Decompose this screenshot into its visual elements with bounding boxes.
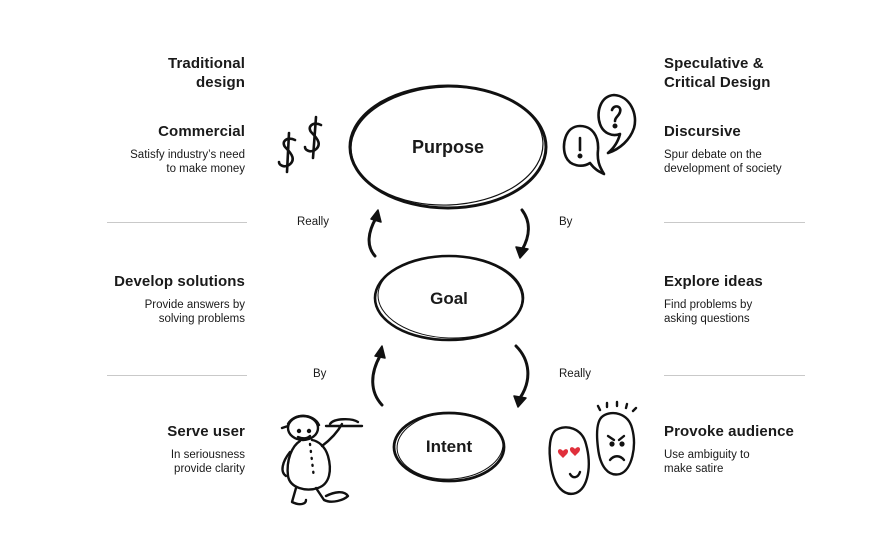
heart-eyes-icon xyxy=(557,447,581,458)
connector-label-upper-right: By xyxy=(559,216,573,228)
left-row-desc: In seriousness xyxy=(170,449,245,461)
right-row-desc: Use ambiguity to xyxy=(664,449,750,461)
connector-label-lower-left: By xyxy=(313,368,327,380)
left-row-desc: Satisfy industry’s need xyxy=(130,149,245,161)
connector-label-lower-right: Really xyxy=(559,368,591,380)
arrow-lower-right xyxy=(513,344,530,408)
divider-left-upper xyxy=(107,222,247,223)
right-row-desc: Spur debate on the xyxy=(664,149,762,161)
right-row-explore-ideas: Explore ideas Find problems by asking qu… xyxy=(664,272,864,326)
left-row-develop-solutions: Develop solutions Provide answers by sol… xyxy=(60,272,245,326)
right-row-title: Discursive xyxy=(664,123,741,140)
right-header-line1: Speculative & xyxy=(664,55,764,72)
node-goal: Goal xyxy=(430,289,468,308)
speech-bubbles-icon xyxy=(562,93,637,176)
right-row-title: Provoke audience xyxy=(664,423,794,440)
goal-ellipse xyxy=(373,254,525,342)
left-row-desc: provide clarity xyxy=(174,463,245,475)
node-intent: Intent xyxy=(425,437,473,456)
right-row-discursive: Discursive Spur debate on the developmen… xyxy=(664,122,864,176)
arrow-upper-right xyxy=(515,208,530,259)
left-row-serve-user: Serve user In seriousness provide clarit… xyxy=(60,422,245,476)
left-row-commercial: Commercial Satisfy industry’s need to ma… xyxy=(60,122,245,176)
right-row-desc: development of society xyxy=(664,163,782,175)
left-column-header: Traditional design xyxy=(100,54,245,92)
divider-left-lower xyxy=(107,375,247,376)
left-row-title: Develop solutions xyxy=(114,273,245,290)
node-purpose: Purpose xyxy=(411,137,485,157)
dollar-signs-icon xyxy=(277,115,323,174)
right-row-title: Explore ideas xyxy=(664,273,763,290)
right-column-header: Speculative & Critical Design xyxy=(664,54,844,92)
purpose-ellipse xyxy=(348,84,548,210)
divider-right-upper xyxy=(664,222,805,223)
arrow-upper-left xyxy=(367,209,382,258)
right-row-provoke-audience: Provoke audience Use ambiguity to make s… xyxy=(664,422,864,476)
left-row-desc: to make money xyxy=(166,163,245,175)
left-row-title: Commercial xyxy=(158,123,245,140)
right-row-desc: Find problems by xyxy=(664,299,753,311)
left-header-line2: design xyxy=(196,74,245,91)
waiter-figure-icon xyxy=(280,414,364,506)
left-row-desc: Provide answers by xyxy=(144,299,245,311)
arrow-lower-left xyxy=(371,345,386,407)
right-row-desc: make satire xyxy=(664,463,724,475)
left-row-desc: solving problems xyxy=(158,313,245,325)
connector-label-upper-left: Really xyxy=(297,216,329,228)
intent-ellipse xyxy=(392,411,506,483)
left-row-title: Serve user xyxy=(167,423,245,440)
blob-characters-icon xyxy=(548,400,638,495)
divider-right-lower xyxy=(664,375,805,376)
left-header-line1: Traditional xyxy=(168,55,245,72)
right-header-line2: Critical Design xyxy=(664,74,771,91)
right-row-desc: asking questions xyxy=(664,313,750,325)
